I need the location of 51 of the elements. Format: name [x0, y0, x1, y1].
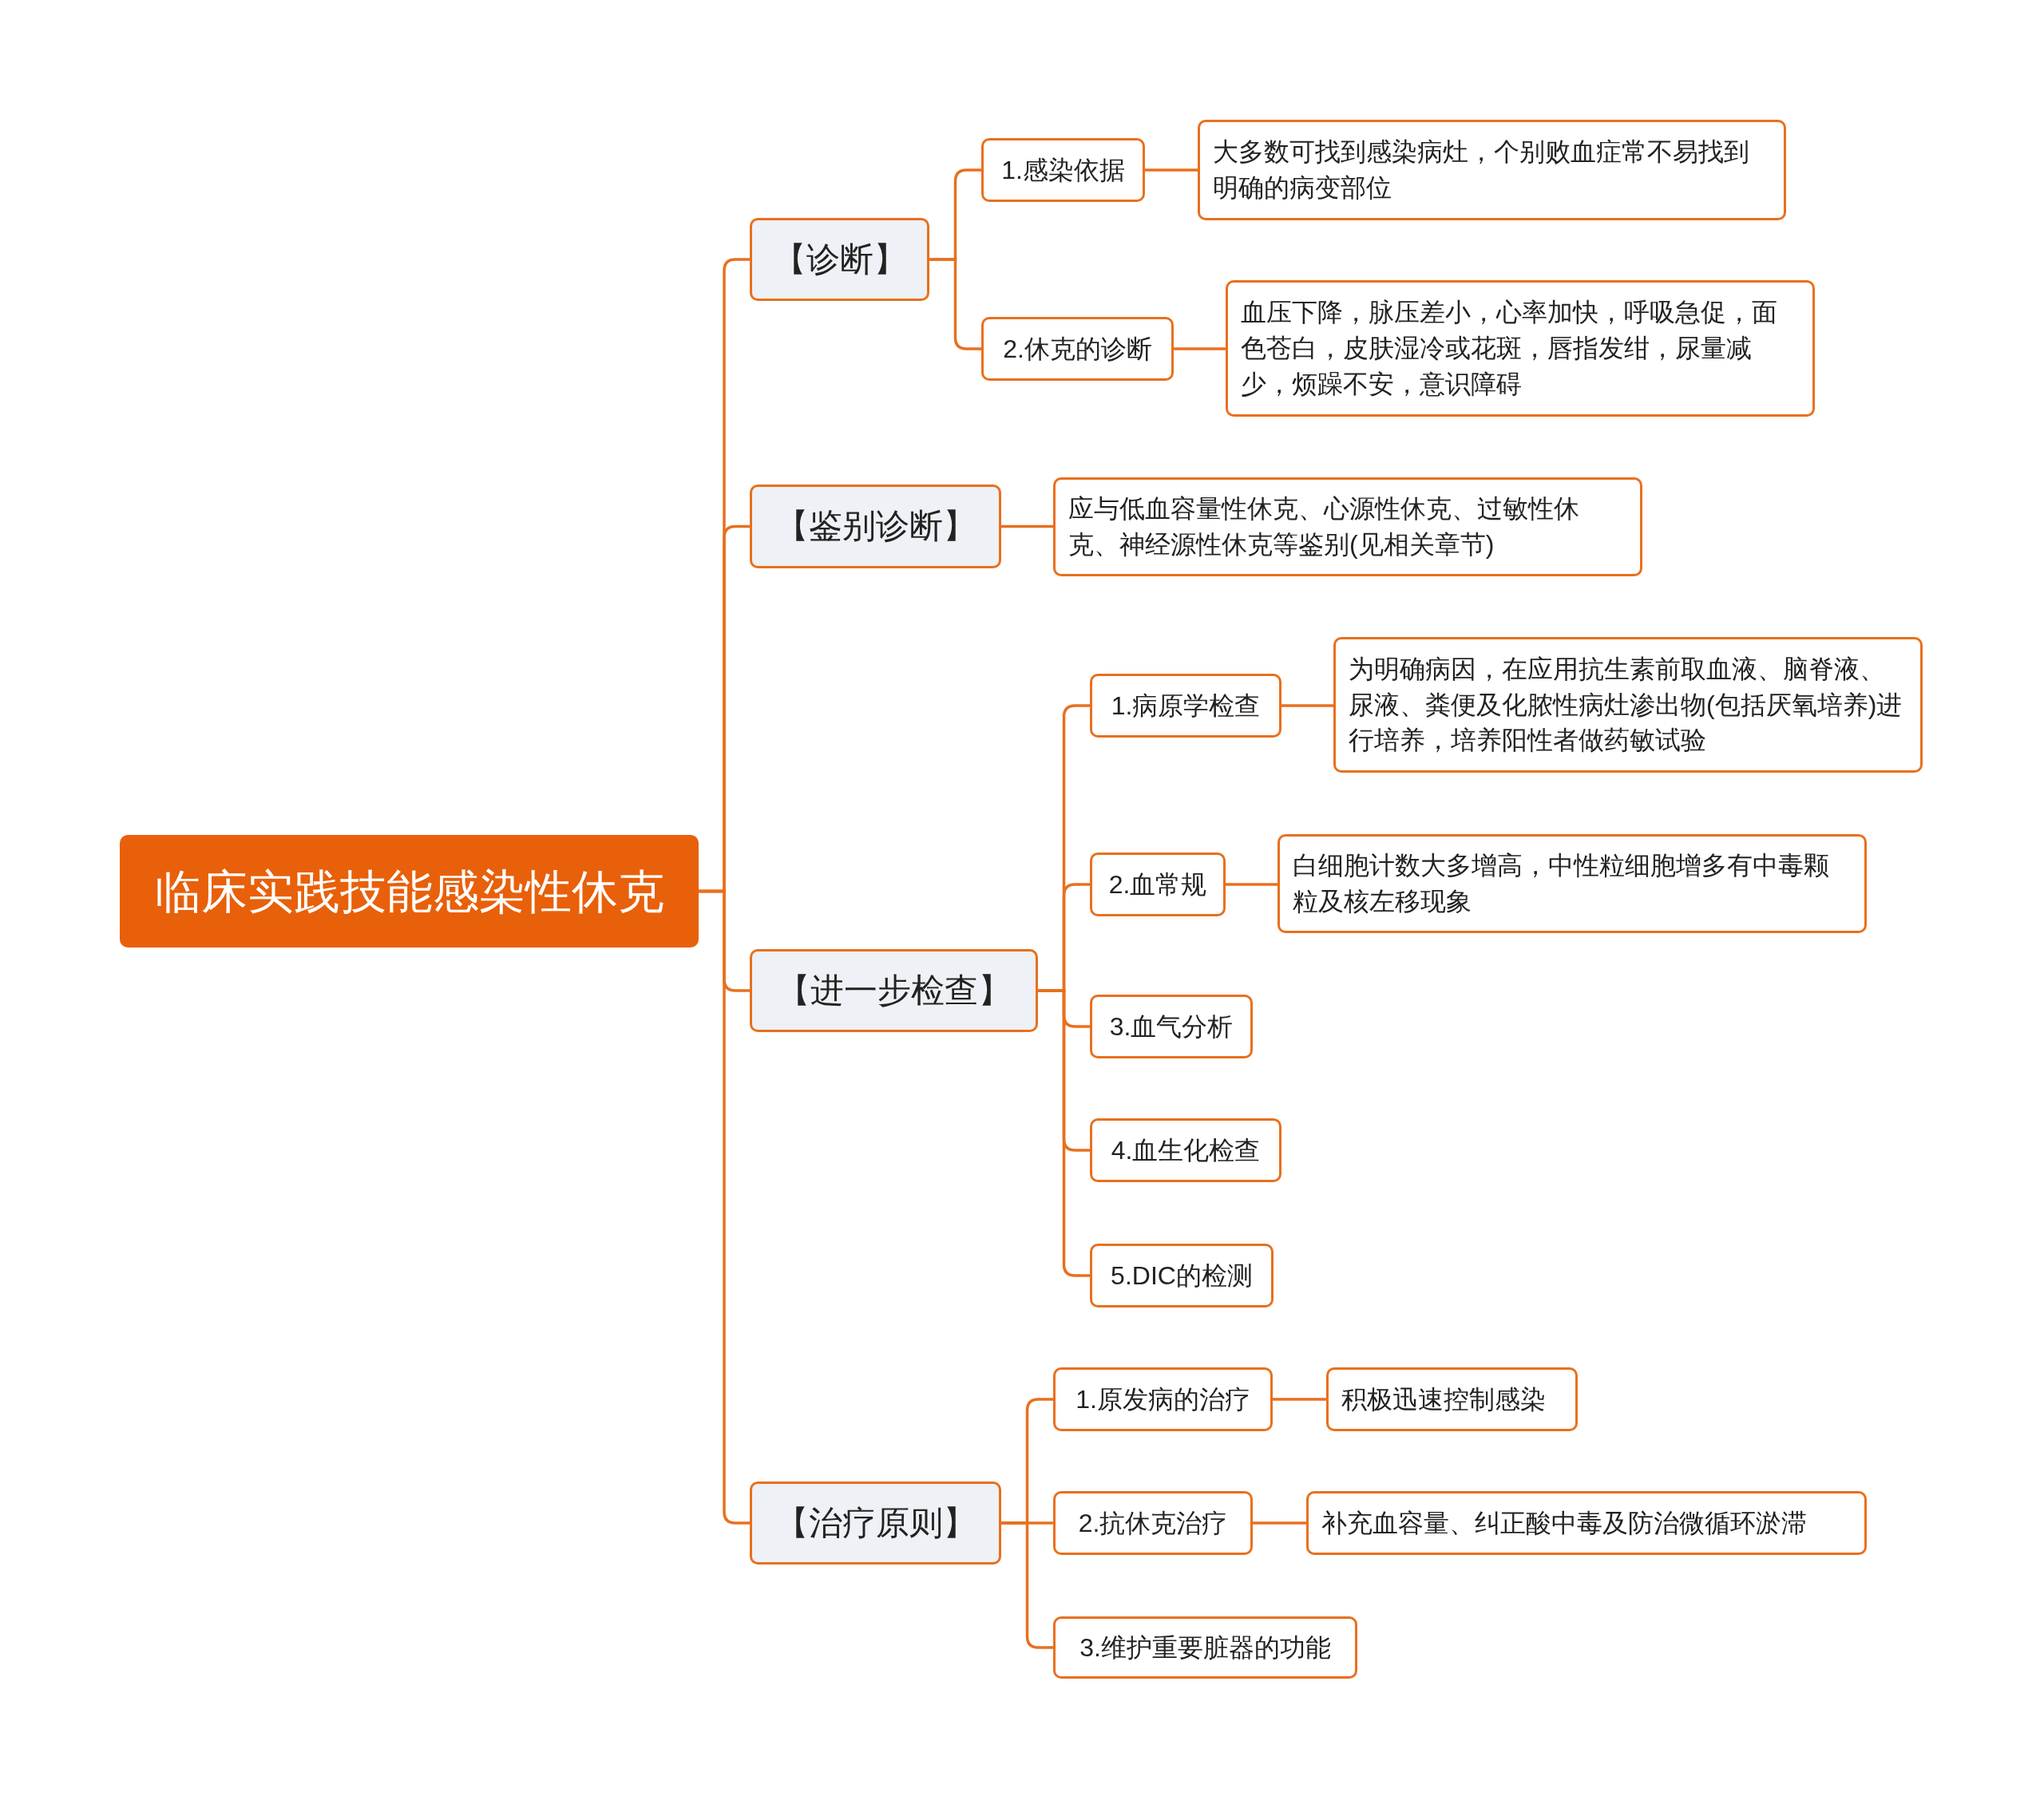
detail-box — [1306, 1491, 1867, 1555]
node-text: 临床实践技能感染性休克 — [154, 864, 664, 919]
connector-line — [1145, 168, 1198, 172]
connector-line — [1281, 704, 1333, 707]
detail-box — [1326, 1367, 1578, 1431]
node-text: 2.抗休克治疗 — [1078, 1507, 1228, 1539]
node-text: 为明确病因，在应用抗生素前取血液、脑脊液、尿液、粪便及化脓性病灶渗出物(包括厌氧培养)进行培养，培养阳性者做药敏试验 — [1349, 653, 1903, 757]
detail-box — [1198, 120, 1786, 220]
subtopic-box — [1053, 1491, 1253, 1555]
detail-box — [1278, 834, 1867, 933]
detail-box — [1053, 477, 1642, 576]
topic-box — [750, 1482, 1001, 1565]
node-text: 1.感染依据 — [1001, 154, 1125, 186]
node-text: 2.血常规 — [1108, 868, 1207, 900]
connector-line — [1001, 524, 1053, 528]
connector-line — [1174, 347, 1226, 350]
node-text: 1.原发病的治疗 — [1075, 1383, 1250, 1415]
connector-line — [1226, 883, 1278, 886]
node-text: 应与低血容量性休克、心源性休克、过敏性休克、神经源性休克等鉴别(见相关章节) — [1068, 493, 1580, 560]
node-text: 【治疗原则】 — [774, 1502, 976, 1543]
node-text: 积极迅速控制感染 — [1341, 1383, 1546, 1415]
node-text: 【诊断】 — [772, 239, 907, 279]
node-text: 白细胞计数大多增高，中性粒细胞增多有中毒颗粒及核左移现象 — [1293, 850, 1830, 917]
detail-box — [1333, 637, 1923, 773]
detail-box — [1226, 280, 1815, 417]
subtopic-box — [1090, 995, 1253, 1058]
subtopic-box — [1090, 1118, 1281, 1182]
node-text: 补充血容量、纠正酸中毒及防治微循环淤滞 — [1321, 1507, 1807, 1539]
subtopic-box — [1090, 674, 1281, 738]
node-text: 血压下降，脉压差小，心率加快，呼吸急促，面色苍白，皮肤湿冷或花斑，唇指发绀，尿量减少，烦躁不安，意识障碍 — [1241, 297, 1778, 400]
topic-box — [750, 485, 1001, 568]
node-text: 3.维护重要脏器的功能 — [1079, 1632, 1331, 1664]
node-text: 【鉴别诊断】 — [774, 506, 976, 547]
subtopic-box — [1053, 1616, 1357, 1679]
topic-box — [750, 218, 929, 301]
topic-box — [750, 949, 1038, 1032]
subtopic-box — [1090, 1244, 1274, 1307]
connector-line — [1253, 1521, 1306, 1525]
node-text: 5.DIC的检测 — [1111, 1260, 1253, 1292]
connector-line — [1273, 1398, 1326, 1401]
node-text: 【进一步检查】 — [776, 970, 1012, 1011]
node-text: 大多数可找到感染病灶，个别败血症常不易找到明确的病变部位 — [1213, 136, 1750, 204]
node-text: 4.血生化检查 — [1111, 1134, 1261, 1166]
root-topic — [120, 835, 699, 947]
subtopic-box — [981, 317, 1174, 381]
node-text: 1.病原学检查 — [1111, 690, 1261, 722]
subtopic-box — [1090, 853, 1226, 916]
subtopic-box — [981, 138, 1145, 202]
node-text: 3.血气分析 — [1109, 1011, 1234, 1042]
subtopic-box — [1053, 1367, 1273, 1431]
node-text: 2.休克的诊断 — [1003, 333, 1152, 365]
